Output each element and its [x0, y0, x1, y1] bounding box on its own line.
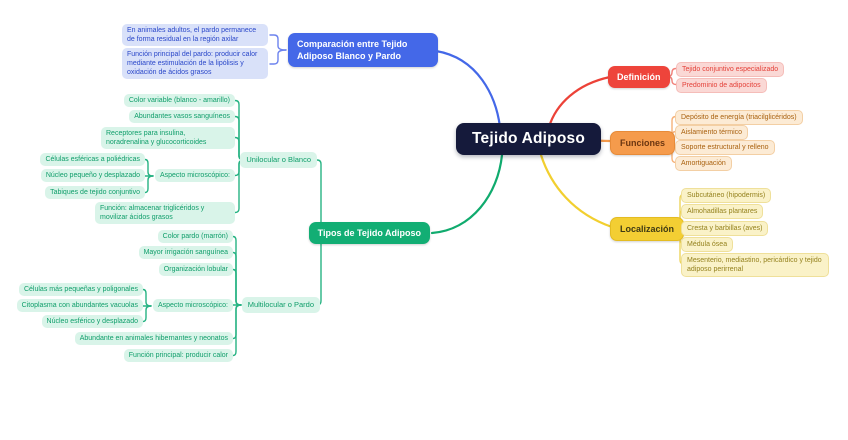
aspectoM-child-node[interactable]: Células más pequeñas y poligonales [18, 283, 143, 297]
localizacion-child-node[interactable]: Cresta y barbillas (aves) [681, 221, 769, 237]
connector-root-localizacion [539, 153, 614, 229]
connector-comparacion-child [269, 49, 287, 65]
aspectoU-child-node[interactable]: Núcleo pequeño y desplazado [40, 169, 145, 183]
branch-tipos-node[interactable]: Tipos de Tejido Adiposo [308, 222, 430, 245]
definicion-child-node[interactable]: Predominio de adipocitos [676, 78, 767, 94]
aspectoU-child-node[interactable]: Células esféricas a poliédricas [40, 153, 145, 167]
connector-group-comparacion [269, 34, 287, 65]
connector-aspectoM-child [142, 305, 152, 323]
branch-comparacion-node[interactable]: Comparación entre Tejido Adiposo Blanco … [288, 33, 438, 68]
root-node[interactable]: Tejido Adiposo [456, 123, 602, 155]
funciones-child-node[interactable]: Depósito de energía (triacilglicéridos) [675, 110, 803, 126]
unilocular-child-node[interactable]: Receptores para insulina, noradrenalina … [101, 127, 235, 150]
funciones-child-node[interactable]: Aislamiento térmico [675, 125, 749, 141]
aspectoU-child-node[interactable]: Tabiques de tejido conjuntivo [45, 186, 145, 200]
comparacion-child-node[interactable]: En animales adultos, el pardo permanece … [122, 24, 268, 47]
localizacion-child-node[interactable]: Subcutáneo (hipodermis) [681, 188, 772, 204]
multilocular-child-node[interactable]: Mayor irrigación sanguínea [138, 246, 233, 260]
localizacion-child-node[interactable]: Mesenterio, mediastino, pericárdico y te… [681, 253, 829, 278]
localizacion-child-node[interactable]: Almohadillas plantares [681, 204, 764, 220]
connector-multilocular-child [232, 304, 242, 340]
localizacion-child-node[interactable]: Médula ósea [681, 237, 734, 253]
unilocular-aspecto-node[interactable]: Aspecto microscópico: [154, 169, 235, 183]
connector-aspectoU-child [144, 175, 154, 194]
aspectoM-child-node[interactable]: Citoplasma con abundantes vacuolas [16, 299, 143, 313]
multilocular-aspecto-node[interactable]: Aspecto microscópico: [152, 299, 233, 313]
unilocular-child-node[interactable]: Función: almacenar triglicéridos y movil… [95, 202, 235, 225]
connector-multilocular-child [232, 251, 242, 306]
connector-comparacion-child [269, 34, 287, 51]
multilocular-child-node[interactable]: Organización lobular [158, 263, 233, 277]
connector-multilocular-child [232, 235, 242, 306]
unilocular-child-node[interactable]: Color variable (blanco - amarillo) [123, 94, 235, 108]
branch-localizacion-node[interactable]: Localización [610, 217, 685, 242]
unilocular-node[interactable]: Unilocular o Blanco [240, 152, 317, 168]
unilocular-child-node[interactable]: Abundantes vasos sanguíneos [129, 110, 235, 124]
multilocular-child-node[interactable]: Función principal: producir calor [123, 349, 233, 363]
connector-root-tipos [430, 153, 504, 235]
connector-unilocular-child [234, 159, 246, 214]
branch-definicion-node[interactable]: Definición [608, 66, 670, 89]
connector-aspectoM-child [142, 288, 152, 307]
connector-aspectoU-child [144, 158, 154, 177]
multilocular-child-node[interactable]: Abundante en animales hibernantes y neon… [74, 332, 233, 346]
connector-root-definicion [547, 75, 612, 129]
comparacion-child-node[interactable]: Función principal del pardo: producir ca… [122, 48, 268, 80]
funciones-child-node[interactable]: Amortiguación [675, 156, 732, 172]
funciones-child-node[interactable]: Soporte estructural y relleno [675, 140, 775, 156]
aspectoM-child-node[interactable]: Núcleo esférico y desplazado [41, 315, 143, 329]
multilocular-node[interactable]: Multilocular o Pardo [241, 297, 320, 313]
connector-multilocular-child [232, 268, 242, 306]
definicion-child-node[interactable]: Tejido conjuntivo especializado [676, 62, 785, 78]
connector-root-comparacion [434, 49, 502, 129]
connector-multilocular-child [232, 304, 242, 357]
multilocular-child-node[interactable]: Color pardo (marrón) [157, 230, 233, 244]
branch-funciones-node[interactable]: Funciones [610, 131, 676, 156]
